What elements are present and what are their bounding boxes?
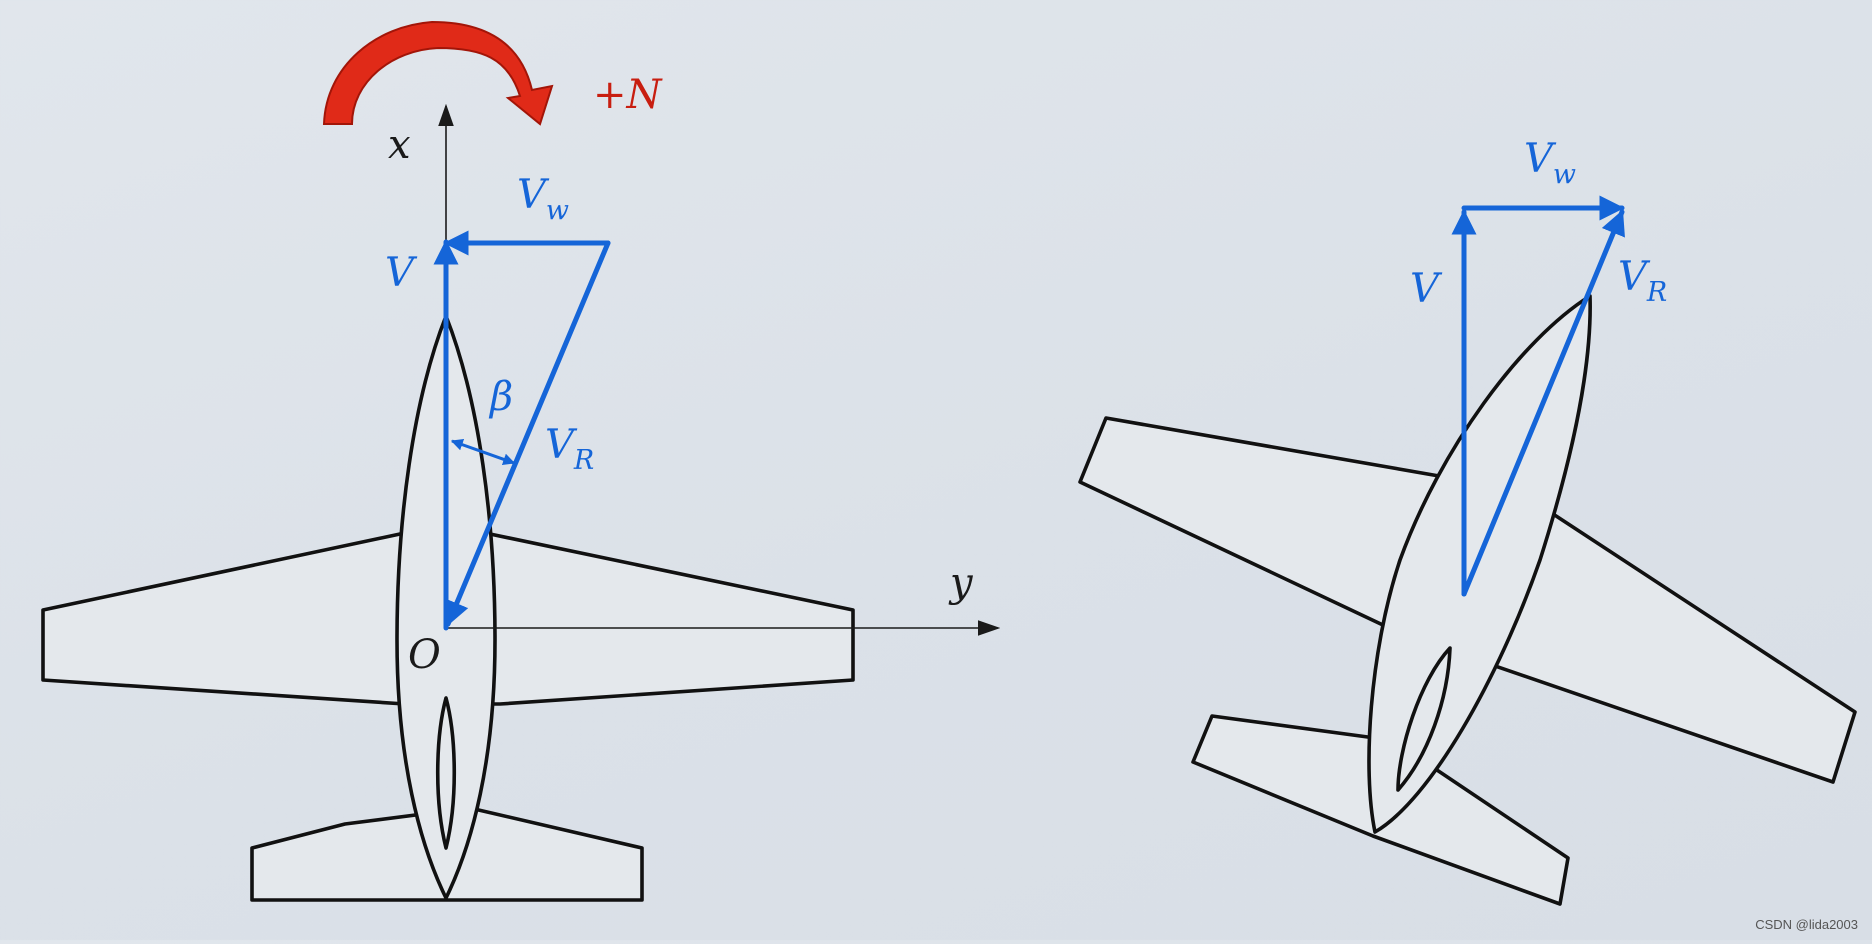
- relative-label: VR: [545, 422, 594, 476]
- right-wind-label-main: V: [1524, 136, 1557, 182]
- origin-label: O: [408, 632, 441, 678]
- beta-angle-arrow: [450, 438, 516, 466]
- right-figure: V Vw VR: [1078, 136, 1857, 906]
- relative-velocity-vector: [445, 240, 611, 627]
- left-canopy: [435, 696, 457, 850]
- right-relative-label: VR: [1618, 254, 1667, 308]
- y-axis-label: y: [948, 560, 974, 606]
- x-axis-label: x: [388, 122, 411, 168]
- wind-label: Vw: [517, 172, 569, 226]
- beta-label: β: [488, 374, 513, 420]
- right-relative-velocity-vector: [1461, 209, 1625, 597]
- moment-label: +N: [593, 72, 664, 118]
- relative-label-main: V: [545, 422, 578, 468]
- right-velocity-label: V: [1410, 266, 1443, 312]
- left-velocity-triangle: V Vw VR β: [385, 172, 611, 631]
- wind-label-main: V: [517, 172, 550, 218]
- right-wind-label-sub: w: [1553, 159, 1576, 190]
- right-relative-label-sub: R: [1646, 277, 1667, 308]
- curved-arrow-icon: [322, 20, 554, 126]
- relative-label-sub: R: [573, 445, 594, 476]
- right-canopy: [1396, 646, 1452, 792]
- left-figure: x y O +N V Vw VR β: [41, 20, 1001, 902]
- wind-label-sub: w: [546, 195, 569, 226]
- watermark: CSDN @lida2003: [1755, 917, 1858, 932]
- right-relative-label-main: V: [1618, 254, 1651, 300]
- velocity-label: V: [385, 250, 418, 296]
- yaw-moment-arrow: +N: [322, 20, 664, 126]
- right-aircraft: [1078, 294, 1857, 906]
- right-velocity-triangle: V Vw VR: [1410, 136, 1667, 597]
- right-wind-label: Vw: [1524, 136, 1576, 190]
